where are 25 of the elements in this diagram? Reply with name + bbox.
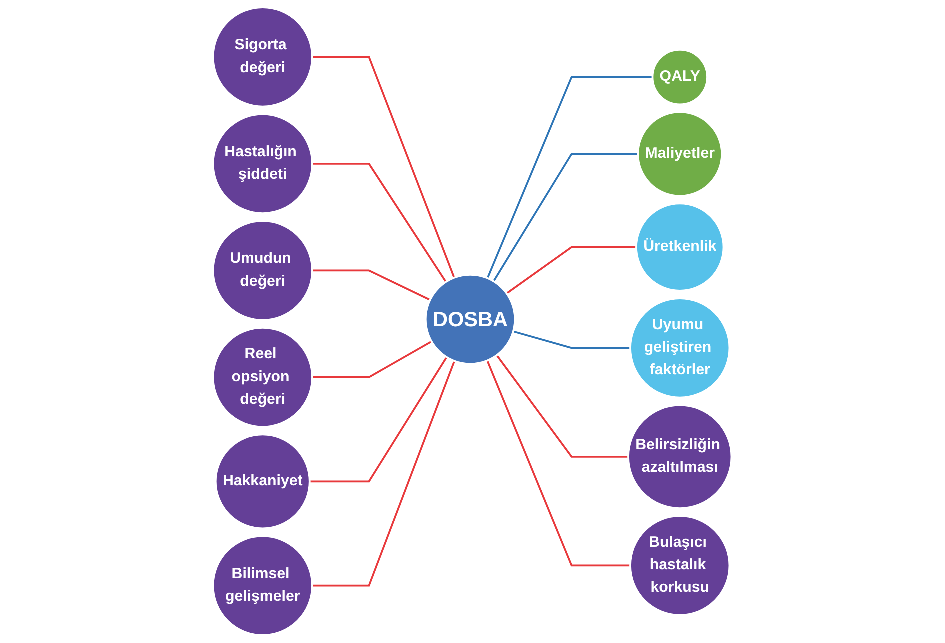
connector: [496, 354, 628, 458]
node-circle: Hakkaniyet: [214, 434, 311, 530]
connector: [312, 270, 431, 301]
node-circle: Bulaşıcı hastalık korkusu: [630, 515, 731, 616]
node-circle: Bilimsel gelişmeler: [212, 535, 314, 636]
node-circle: Maliyetler: [637, 111, 724, 198]
node-circle: Belirsizliğin azaltılması: [628, 404, 733, 510]
connector: [486, 360, 630, 567]
connector: [312, 163, 447, 283]
node-circle: Uyumu geliştiren faktörler: [630, 298, 731, 399]
node-circle: Reel opsiyon değeri: [212, 326, 314, 428]
node-circle: Sigorta değeri: [212, 6, 314, 108]
connector: [506, 246, 636, 294]
node-circle: Umudun değeri: [212, 220, 314, 322]
connector: [493, 153, 638, 282]
node-circle: Hastalığın şiddeti: [212, 113, 314, 214]
node-circle: Üretkenlik: [636, 202, 725, 292]
connector: [486, 76, 653, 279]
connector: [312, 340, 432, 378]
connector: [312, 360, 456, 587]
node-circle: QALY: [652, 48, 708, 106]
connector: [312, 56, 456, 278]
node-circle: DOSBA: [424, 274, 516, 366]
connector: [310, 356, 448, 483]
connector: [513, 330, 630, 350]
